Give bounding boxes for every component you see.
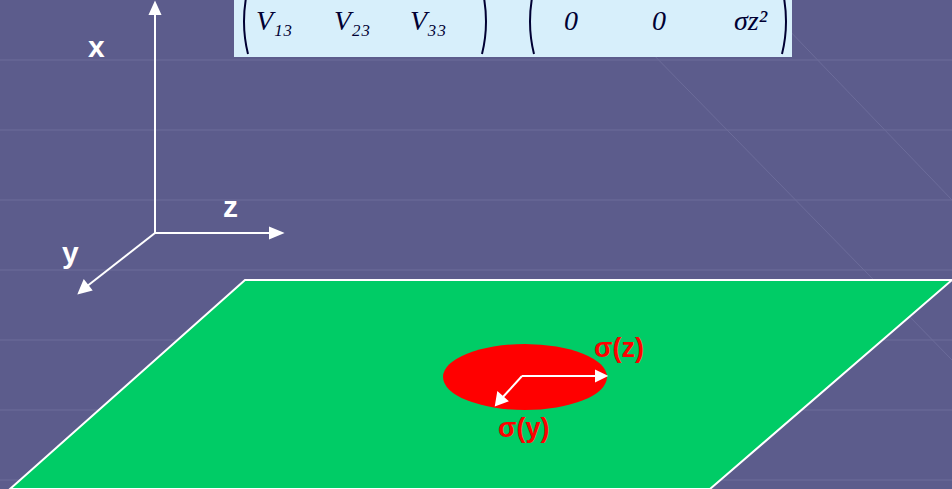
sigma-label: σ(y) bbox=[498, 414, 549, 444]
beam-spot bbox=[443, 344, 607, 410]
plane bbox=[10, 280, 952, 489]
matrix-entry: V₂₃ bbox=[334, 4, 371, 38]
sigma-label: σ(z) bbox=[594, 334, 644, 364]
axis-label: y bbox=[62, 236, 79, 269]
matrix-entry: 0 bbox=[564, 4, 578, 38]
matrix-entry: V₃₃ bbox=[410, 4, 447, 38]
matrix-parentheses bbox=[234, 0, 792, 57]
matrix-box: V₁₃ V₂₃ V₃₃ 0 0 σz² bbox=[234, 0, 792, 57]
matrix-entry: σz² bbox=[734, 4, 767, 38]
sigma-arrows bbox=[496, 371, 606, 405]
axis-label: x bbox=[88, 30, 105, 63]
matrix-entry: 0 bbox=[652, 4, 666, 38]
axis-label: z bbox=[223, 190, 238, 223]
matrix-entry: V₁₃ bbox=[256, 4, 293, 38]
